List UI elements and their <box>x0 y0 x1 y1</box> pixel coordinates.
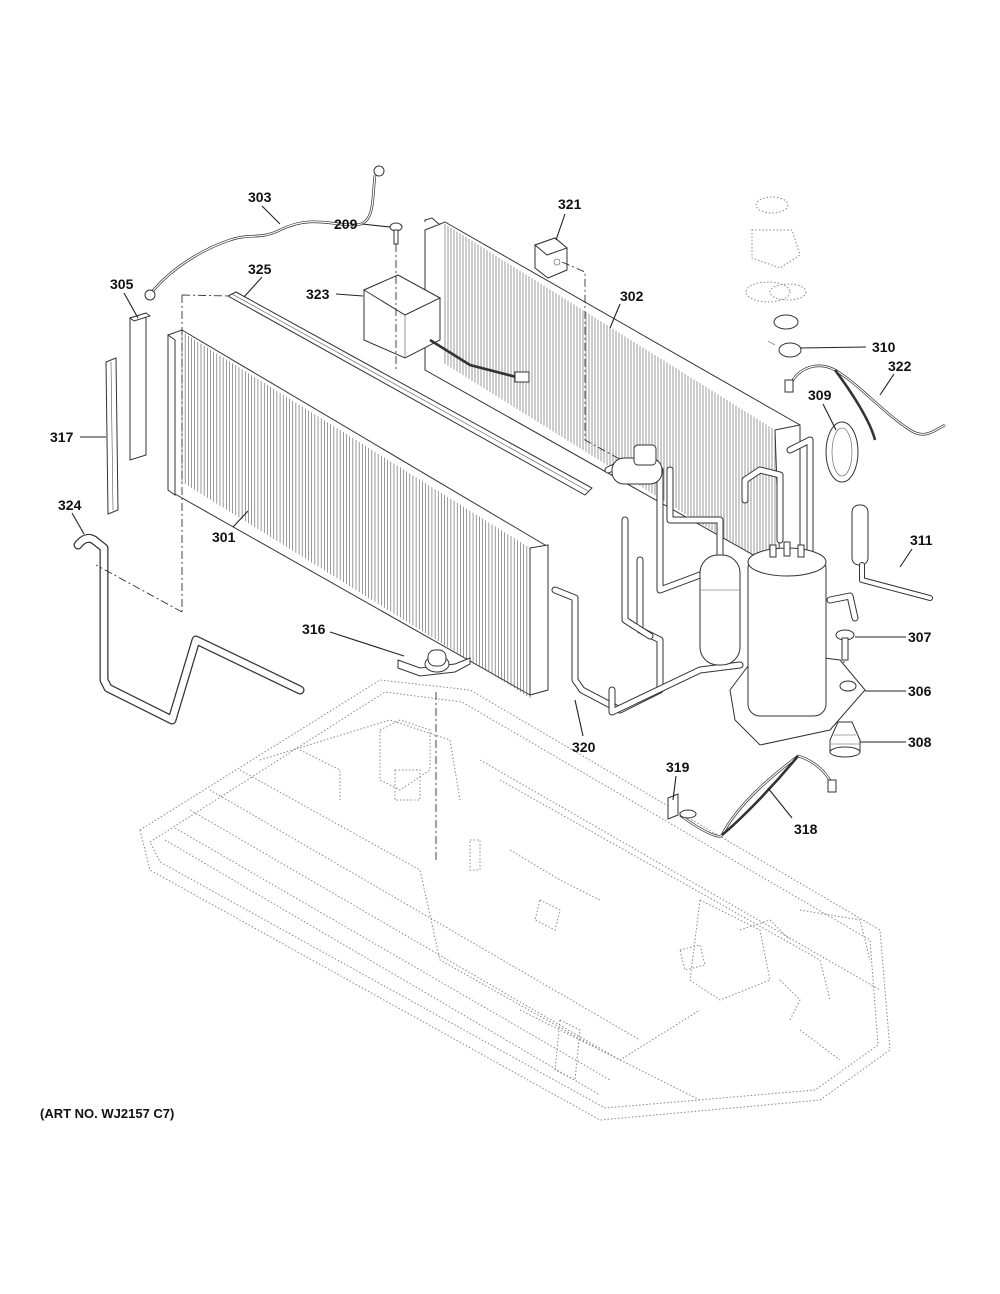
callout-303: 303 <box>248 189 272 205</box>
callout-306: 306 <box>908 683 932 699</box>
condenser-coil-301 <box>167 329 549 698</box>
drain-hose-324 <box>73 533 305 725</box>
callout-325: 325 <box>248 261 272 277</box>
art-number: (ART NO. WJ2157 C7) <box>40 1106 175 1121</box>
callout-318: 318 <box>794 821 818 837</box>
callout-301: 301 <box>212 529 236 545</box>
wire-harness-318 <box>679 754 837 838</box>
callout-311: 311 <box>910 532 933 548</box>
capillary-coil-309 <box>825 421 933 601</box>
callout-317: 317 <box>50 429 74 445</box>
reversing-valve <box>611 444 663 485</box>
tube-325 <box>226 291 593 496</box>
callout-316: 316 <box>302 621 326 637</box>
callout-324: 324 <box>58 497 82 513</box>
callout-labels: 303 209 321 325 323 305 302 310 322 309 … <box>50 189 933 837</box>
callout-302: 302 <box>620 288 644 304</box>
grommet-308 <box>829 721 861 758</box>
callout-322: 322 <box>888 358 912 374</box>
callout-307: 307 <box>908 629 932 645</box>
leader-lines <box>71 205 913 819</box>
callout-323: 323 <box>306 286 330 302</box>
bracket-317 <box>105 357 119 515</box>
thermistor-316 <box>397 649 471 677</box>
bolt-307 <box>835 629 855 661</box>
callout-319: 319 <box>666 759 690 775</box>
callout-305: 305 <box>110 276 134 292</box>
callout-321: 321 <box>558 196 582 212</box>
overload-310 <box>745 196 807 358</box>
callout-320: 320 <box>572 739 596 755</box>
screw-209 <box>389 222 403 245</box>
callout-309: 309 <box>808 387 832 403</box>
wire-harness-322 <box>784 364 946 441</box>
accumulator <box>699 554 741 666</box>
ground-wire-303 <box>144 165 385 301</box>
base-pan <box>139 679 891 1121</box>
callout-209: 209 <box>334 216 358 232</box>
control-box-323 <box>362 274 530 383</box>
seal-305 <box>128 312 152 461</box>
evaporator-coil-302 <box>424 217 801 571</box>
callout-308: 308 <box>908 734 932 750</box>
sensor-319 <box>667 793 679 820</box>
valve-coil-321 <box>534 237 568 279</box>
callout-310: 310 <box>872 339 896 355</box>
compressor-306 <box>729 541 866 746</box>
